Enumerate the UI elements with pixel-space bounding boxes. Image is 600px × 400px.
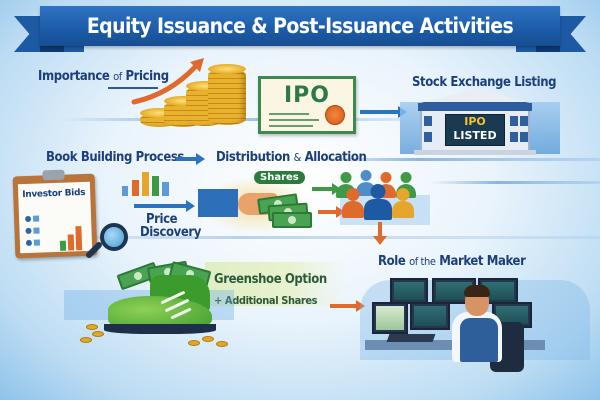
arrow-right-icon [134, 200, 195, 212]
sign-line-1: IPO [464, 115, 486, 128]
divider-band [430, 181, 600, 184]
clipboard-title: Investor Bids [22, 187, 86, 201]
sign-line-2: LISTED [453, 129, 497, 142]
price-discovery-label: Price Discovery [140, 213, 201, 239]
cert-line [269, 119, 319, 121]
bid-bars-chart [59, 222, 92, 251]
greenshoe-panel [205, 262, 345, 306]
book-building-label: Book Building Process [46, 150, 184, 165]
cert-line [269, 113, 309, 115]
pricing-label: Importance of Pricing [38, 69, 169, 84]
monitor-icon [410, 302, 450, 330]
arrow-right-icon [360, 106, 407, 118]
distribution-label-end: Allocation [304, 150, 367, 165]
monitor-icon [372, 302, 408, 334]
cash-icon [272, 212, 312, 228]
sleeve [198, 189, 238, 217]
price-discovery-line-1: Price [146, 212, 178, 227]
divider-band [300, 158, 600, 161]
cert-line [269, 125, 313, 127]
arrow-down-icon [378, 222, 382, 238]
investor-bids-clipboard: Investor Bids [12, 169, 98, 259]
distribution-label-main: Distribution [216, 150, 290, 165]
greenshoe-sublabel: + Additional Shares [214, 294, 318, 307]
seal-icon [325, 105, 345, 125]
greenshoe-label: Greenshoe Option [214, 272, 327, 287]
pricing-label-main: Importance [38, 69, 110, 84]
magnifying-glass-icon [100, 223, 128, 251]
price-discovery-line-2: Discovery [140, 225, 202, 240]
pricing-label-end: Pricing [125, 69, 169, 84]
banner-main: Equity Issuance & Post-Issuance Activiti… [40, 6, 560, 46]
banner-fold-right [536, 42, 560, 52]
arrow-right-icon [176, 153, 205, 165]
page-title: Equity Issuance & Post-Issuance Activiti… [86, 14, 514, 38]
ipo-certificate: IPO [258, 76, 356, 134]
arrow-right-icon [318, 206, 345, 218]
banner-fold-left [40, 42, 64, 52]
distribution-label-amp: & [293, 151, 302, 164]
distribution-label: Distribution & Allocation [216, 150, 367, 165]
pricing-underline [108, 87, 158, 89]
shares-tag: Shares [254, 171, 305, 184]
arrow-right-icon [312, 183, 341, 195]
stock-exchange-label: Stock Exchange Listing [412, 75, 557, 90]
market-maker-label-of: of the [409, 255, 436, 268]
market-maker-label: Role of the Market Maker [378, 254, 526, 269]
ipo-listed-sign: IPO LISTED [445, 114, 505, 146]
market-maker-label-main: Role [378, 254, 406, 269]
ipo-certificate-text: IPO [283, 83, 330, 108]
clipboard-clamp [42, 169, 65, 181]
keyboard-icon [386, 334, 436, 342]
bar-chart-icon [122, 170, 172, 196]
monitor-icon [390, 278, 428, 304]
arrow-right-icon [330, 300, 365, 312]
pricing-label-of: of [113, 70, 122, 83]
growth-arrow-icon [131, 58, 204, 105]
clipboard-paper: Investor Bids [17, 181, 93, 254]
market-maker-label-end: Market Maker [439, 254, 526, 269]
divider-band [0, 236, 600, 239]
arrow-down-head [373, 236, 387, 245]
